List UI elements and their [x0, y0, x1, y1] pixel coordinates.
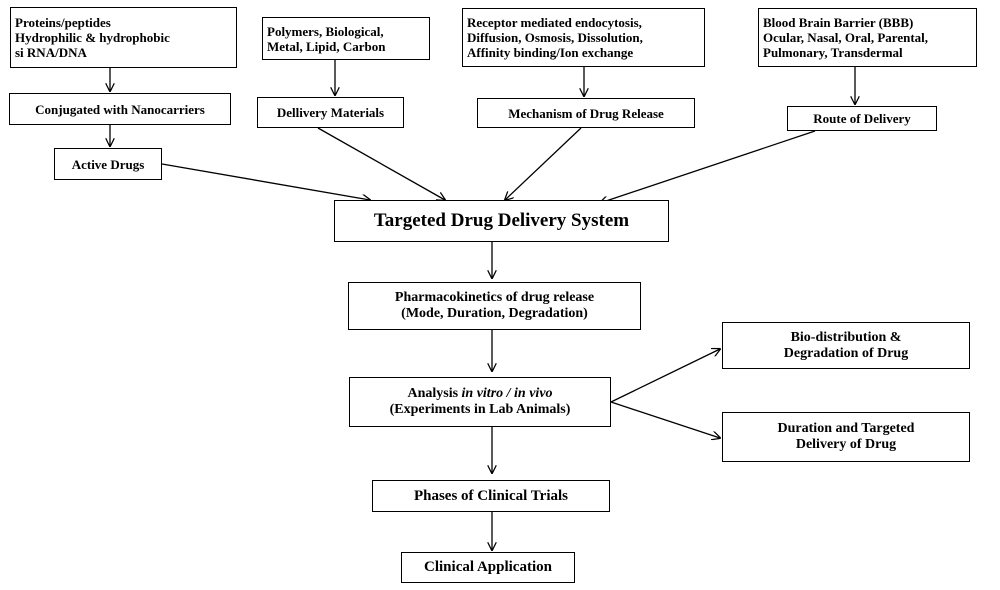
- delivery-materials-box: Dellivery Materials: [257, 97, 404, 128]
- arrow-materials-to-targeted: [317, 127, 445, 200]
- analysis-prefix: Analysis: [407, 386, 462, 401]
- analysis-line-2: (Experiments in Lab Animals): [389, 402, 571, 417]
- bbb-line-2: Ocular, Nasal, Oral, Parental,: [763, 30, 929, 45]
- targeted-label: Targeted Drug Delivery System: [373, 210, 630, 231]
- analysis-italic: in vitro / in vivo: [461, 386, 553, 401]
- conjugated-box: Conjugated with Nanocarriers: [9, 93, 231, 125]
- biodistribution-line-2: Degradation of Drug: [783, 345, 909, 361]
- route-label: Route of Delivery: [813, 111, 911, 126]
- pharmacokinetics-line-1: Pharmacokinetics of drug release: [394, 290, 595, 305]
- biodistribution-line-1: Bio-distribution &: [790, 329, 902, 345]
- phases-box: Phases of Clinical Trials: [372, 480, 610, 512]
- receptor-line-1: Receptor mediated endocytosis,: [467, 15, 642, 30]
- clinical-box: Clinical Application: [401, 552, 575, 583]
- mechanism-box: Mechanism of Drug Release: [477, 98, 695, 128]
- arrow-active-to-targeted: [161, 163, 370, 200]
- pharmacokinetics-line-2: (Mode, Duration, Degradation): [401, 306, 588, 321]
- arrow-mechanism-to-targeted: [505, 127, 582, 200]
- duration-line-2: Delivery of Drug: [795, 437, 897, 452]
- proteins-line-1: Proteins/peptides: [15, 15, 111, 30]
- route-box: Route of Delivery: [787, 106, 937, 131]
- analysis-line-1: Analysis in vitro / in vivo: [407, 386, 552, 402]
- bbb-box: Blood Brain Barrier (BBB) Ocular, Nasal,…: [758, 8, 977, 67]
- polymers-box: Polymers, Biological, Metal, Lipid, Carb…: [262, 17, 430, 60]
- arrow-analysis-to-biodistribution: [610, 349, 720, 403]
- clinical-label: Clinical Application: [424, 559, 552, 575]
- duration-box: Duration and Targeted Delivery of Drug: [722, 412, 970, 462]
- proteins-box: Proteins/peptides Hydrophilic & hydropho…: [10, 7, 237, 68]
- duration-line-1: Duration and Targeted: [777, 421, 915, 436]
- bbb-line-3: Pulmonary, Transdermal: [763, 45, 903, 60]
- proteins-line-2: Hydrophilic & hydrophobic: [15, 30, 170, 45]
- biodistribution-box: Bio-distribution & Degradation of Drug: [722, 322, 970, 369]
- receptor-line-2: Diffusion, Osmosis, Dissolution,: [467, 30, 643, 45]
- receptor-box: Receptor mediated endocytosis, Diffusion…: [462, 8, 705, 67]
- analysis-box: Analysis in vitro / in vivo (Experiments…: [349, 377, 611, 427]
- proteins-line-3: si RNA/DNA: [15, 45, 87, 60]
- active-drugs-box: Active Drugs: [54, 148, 162, 180]
- mechanism-label: Mechanism of Drug Release: [508, 105, 664, 121]
- delivery-materials-label: Dellivery Materials: [276, 105, 385, 120]
- polymers-line-2: Metal, Lipid, Carbon: [267, 38, 386, 54]
- pharmacokinetics-box: Pharmacokinetics of drug release (Mode, …: [348, 282, 641, 330]
- receptor-line-3: Affinity binding/Ion exchange: [467, 45, 634, 60]
- targeted-box: Targeted Drug Delivery System: [334, 200, 669, 242]
- conjugated-label: Conjugated with Nanocarriers: [35, 101, 205, 117]
- phases-label: Phases of Clinical Trials: [413, 487, 569, 504]
- arrow-analysis-to-duration: [610, 401, 720, 438]
- bbb-line-1: Blood Brain Barrier (BBB): [763, 15, 914, 30]
- arrow-route-to-targeted: [600, 130, 816, 203]
- polymers-line-1: Polymers, Biological,: [267, 23, 384, 39]
- active-drugs-label: Active Drugs: [71, 156, 145, 172]
